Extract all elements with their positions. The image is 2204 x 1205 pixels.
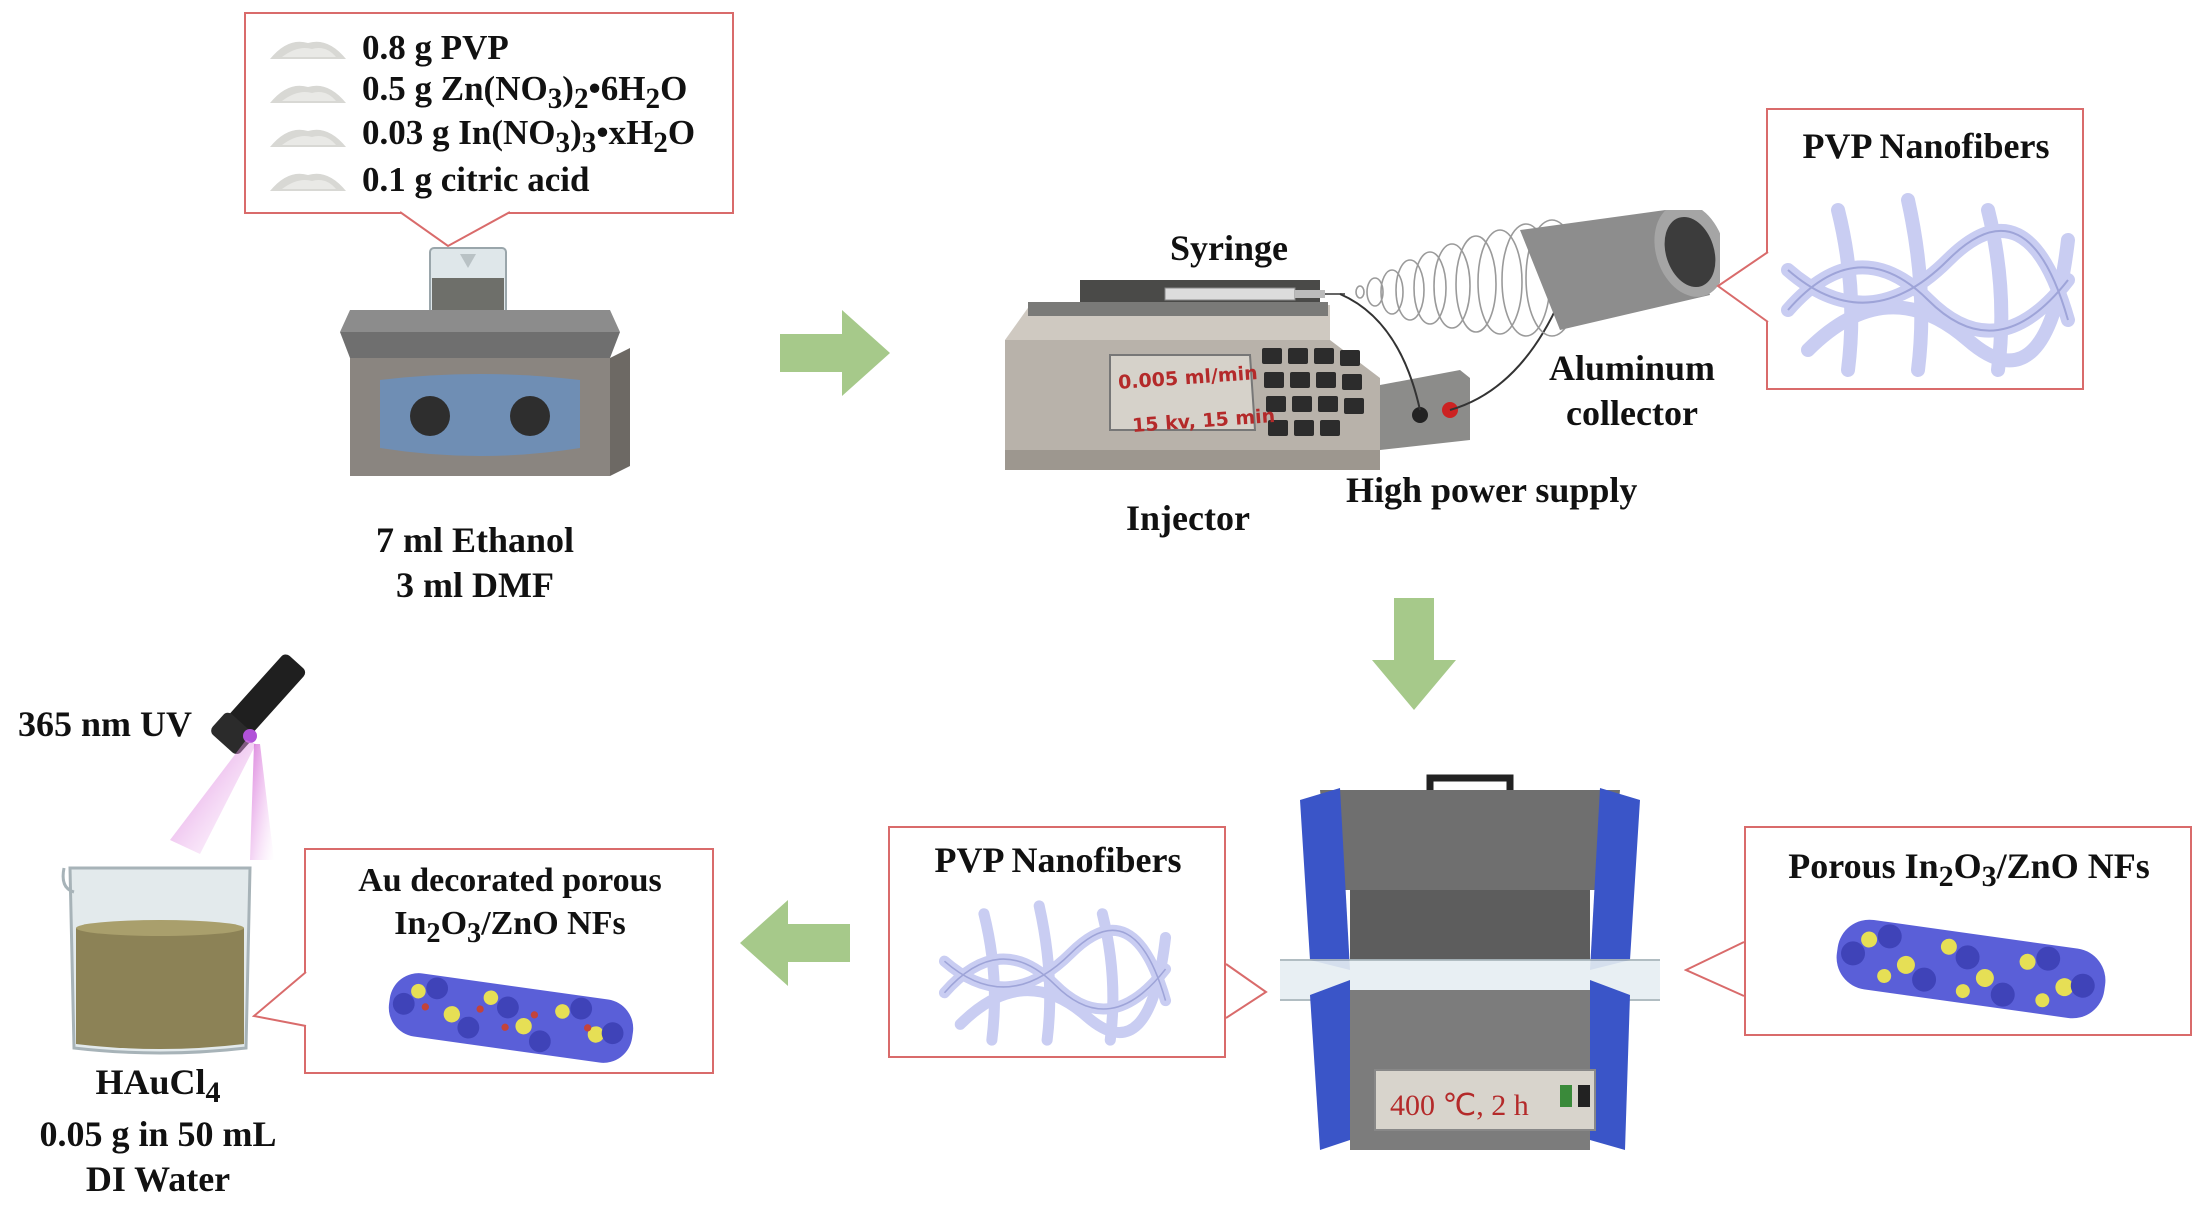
au-decorated-title: Au decorated porous In2O3/ZnO NFs [358, 862, 662, 949]
hotplate-stirrer-illustration [340, 247, 630, 476]
gold-solution-beaker [61, 866, 252, 1055]
reagent-indium-nitrate: 0.03 g In(NO3)3•xH2O [362, 112, 696, 159]
au-decorated-cluster-icon [388, 973, 634, 1063]
callout-pointer-top-fibers [1716, 251, 1769, 323]
pvp-nanofibers-title: PVP Nanofibers [934, 840, 1182, 880]
injector-label: Injector [1126, 498, 1250, 538]
arrow-down [1372, 598, 1456, 710]
callout-tail [400, 211, 511, 248]
nanofiber-mesh-icon [938, 900, 1172, 1046]
reagent-line: 0.03 g In(NO3)3•xH2O [268, 112, 732, 159]
powder-icon [270, 41, 346, 59]
porous-nanofiber-cluster-icon [1836, 919, 2106, 1019]
reagent-pvp: 0.8 g PVP [362, 28, 509, 67]
powder-icon [270, 85, 346, 103]
pvp-nanofibers-title: PVP Nanofibers [1802, 126, 2050, 166]
au-decorated-box: Au decorated porous In2O3/ZnO NFs [304, 848, 714, 1074]
arrow-left [740, 900, 850, 986]
powder-icon [270, 129, 346, 147]
nanofiber-mesh-icon [1781, 193, 2075, 377]
furnace-display: 400 ℃, 2 h [1390, 1089, 1529, 1122]
reagent-line: 0.8 g PVP [268, 26, 732, 70]
electrospinning-setup-illustration [1005, 210, 1720, 470]
callout-pointer-furnace-input [1225, 963, 1268, 1019]
reagent-line: 0.1 g citric acid [268, 158, 732, 202]
porous-nanofibers-title: Porous In2O3/ZnO NFs [1788, 846, 2150, 894]
reagent-zinc-nitrate: 0.5 g Zn(NO3)2•6H2O [362, 68, 688, 115]
callout-pointer-furnace-output [1684, 941, 1745, 997]
callout-pointer-au-box [252, 971, 307, 1027]
pvp-nanofibers-box-top: PVP Nanofibers [1766, 108, 2084, 390]
syringe-label: Syringe [1170, 228, 1289, 268]
pvp-nanofibers-box-bottom: PVP Nanofibers [888, 826, 1226, 1058]
porous-nanofibers-box: Porous In2O3/ZnO NFs [1744, 826, 2192, 1036]
uv-flashlight-illustration [170, 654, 306, 860]
uv-label: 365 nm UV [18, 704, 193, 744]
reagent-line: 0.5 g Zn(NO3)2•6H2O [268, 68, 732, 115]
powder-icon [270, 173, 346, 191]
collector-label: Aluminum collector [1548, 348, 1716, 433]
solvent-label: 7 ml Ethanol 3 ml DMF [375, 520, 575, 605]
tube-furnace-illustration [1280, 774, 1660, 1150]
reagent-citric-acid: 0.1 g citric acid [362, 160, 590, 199]
beaker-label: HAuCl4 0.05 g in 50 mL DI Water [39, 1062, 277, 1199]
arrow-right-1 [780, 310, 890, 396]
power-supply-label: High power supply [1346, 470, 1638, 510]
reagent-callout: 0.8 g PVP 0.5 g Zn(NO3)2•6H2O 0.03 g In(… [244, 12, 734, 214]
